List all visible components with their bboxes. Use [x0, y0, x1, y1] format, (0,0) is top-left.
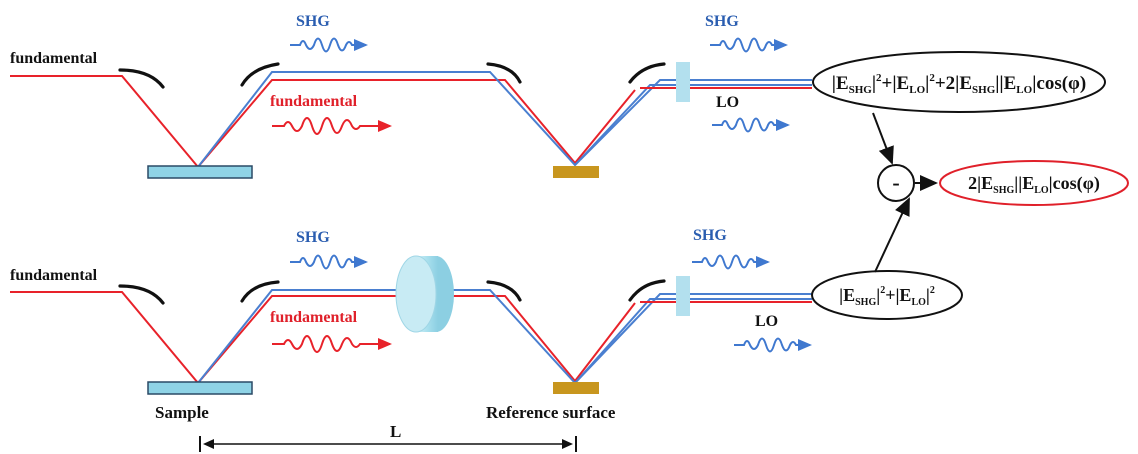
arrow-bottom-to-minus — [874, 197, 910, 273]
mirror-in-bottom — [118, 284, 165, 305]
lo-pulse-icon-top — [712, 117, 790, 133]
label-lo-bottom: LO — [755, 313, 778, 330]
minus-operator — [877, 164, 915, 202]
label-fundamental-in-bottom: fundamental — [10, 267, 98, 284]
equation-top: |ESHG|2+|ELO|2+2|ESHG||ELO|cos(φ) — [832, 72, 1086, 96]
shg-pulse-icon-top-1 — [290, 37, 368, 53]
mirror-ref-in-bottom — [486, 280, 522, 302]
label-distance-l: L — [390, 422, 401, 441]
equation-result: 2|ESHG||ELO|cos(φ) — [968, 173, 1100, 196]
arrow-top-to-minus — [872, 112, 894, 165]
shg-pulse-icon-bottom-2 — [692, 254, 770, 270]
mirror-ref-out-bottom — [628, 279, 666, 302]
distance-indicator — [199, 436, 577, 452]
filter-top — [676, 62, 690, 102]
label-shg-bottom-1: SHG — [296, 229, 330, 246]
shg-beam-top — [197, 71, 812, 168]
minus-sign: - — [892, 170, 899, 195]
fundamental-beam-top — [10, 75, 636, 169]
mirror-in-top — [118, 68, 165, 89]
label-fundamental-bottom: fundamental — [270, 309, 358, 326]
subtraction-node: - 2|ESHG||ELO|cos(φ) — [872, 112, 1129, 273]
reference-surface-top — [553, 166, 599, 178]
reference-surface-bottom — [553, 382, 599, 394]
bottom-setup: fundamental SHG fundamental SHG LO |ESHG… — [10, 227, 963, 395]
result-ellipse — [939, 160, 1129, 206]
top-setup: fundamental SHG fundamental SHG LO |ESHG… — [10, 13, 1106, 179]
fundamental-pulse-icon-bottom — [272, 335, 392, 353]
equation-bottom: |ESHG|2+|ELO|2 — [839, 285, 935, 308]
label-sample: Sample — [155, 403, 209, 422]
mirror-sample-out-top — [240, 62, 280, 87]
label-shg-top-1: SHG — [296, 13, 330, 30]
shg-pulse-icon-top-2 — [710, 37, 788, 53]
label-lo-top: LO — [716, 94, 739, 111]
mirror-sample-out-bottom — [240, 280, 280, 303]
equation-ellipse-top — [812, 51, 1106, 113]
lo-beam-bottom — [574, 298, 812, 384]
shg-pulse-icon-bottom-1 — [290, 254, 368, 270]
label-fundamental-in-top: fundamental — [10, 50, 98, 67]
label-fundamental-top: fundamental — [270, 93, 358, 110]
label-shg-bottom-2: SHG — [693, 227, 727, 244]
sample-substrate-top — [147, 165, 253, 179]
lo-beam-top — [574, 84, 812, 166]
equation-ellipse-bottom — [811, 270, 963, 320]
label-shg-top-2: SHG — [705, 13, 739, 30]
shg-beam-bottom — [197, 289, 812, 385]
phase-plate — [395, 255, 454, 333]
lo-pulse-icon-bottom — [734, 337, 812, 353]
sample-substrate-bottom — [147, 381, 253, 395]
fundamental-beam-bottom — [10, 291, 636, 385]
mirror-ref-out-top — [628, 62, 666, 84]
mirror-ref-in-top — [486, 62, 522, 84]
filter-bottom — [676, 276, 690, 316]
fundamental-pulse-icon-top — [272, 117, 392, 135]
label-reference-surface: Reference surface — [486, 403, 616, 422]
